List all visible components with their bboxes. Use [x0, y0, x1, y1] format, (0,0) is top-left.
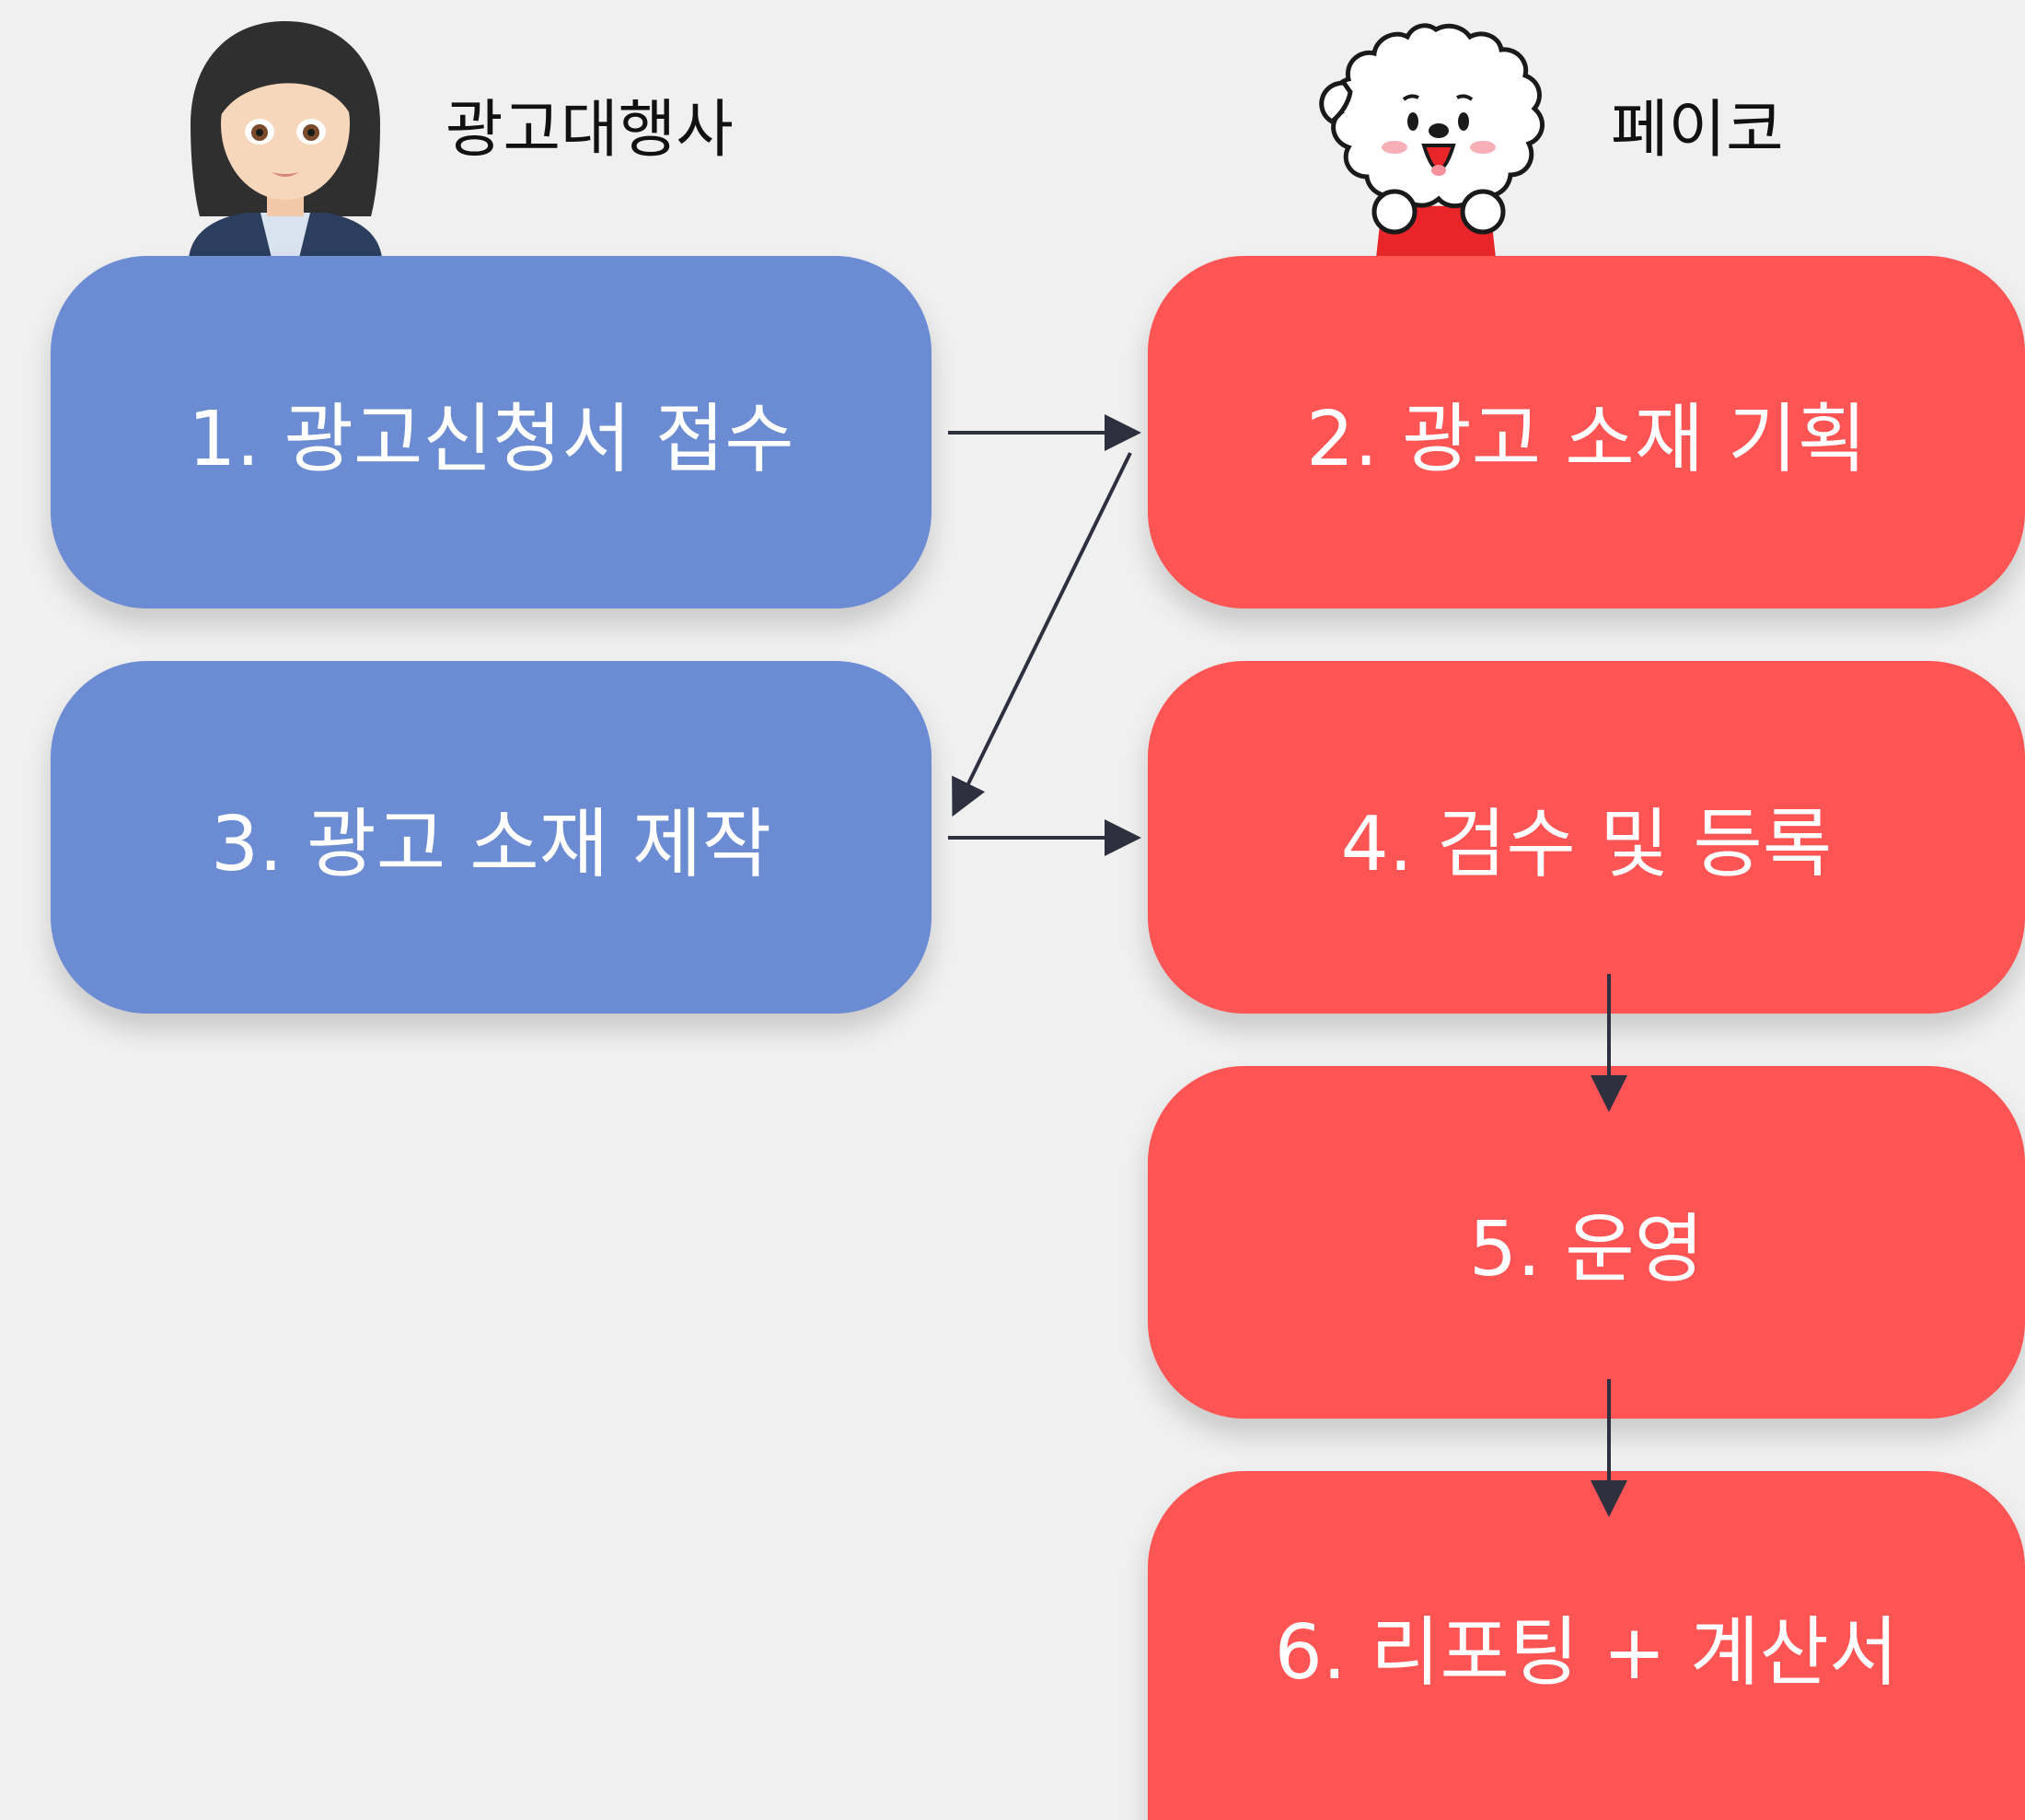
- step-2-box: 2. 광고 소재 기획: [1148, 256, 2025, 609]
- step-3-label: 3. 광고 소재 제작: [210, 801, 772, 888]
- step-5-label: 5. 운영: [1468, 1206, 1705, 1293]
- step-5-box: 5. 운영: [1148, 1066, 2025, 1419]
- step-1-box: 1. 광고신청서 접수: [51, 256, 932, 609]
- step-1-label: 1. 광고신청서 접수: [188, 396, 794, 483]
- step-2-label: 2. 광고 소재 기획: [1305, 396, 1868, 483]
- step-6-box: 6. 리포팅 + 계산서: [1148, 1471, 2025, 1820]
- step-3-box: 3. 광고 소재 제작: [51, 661, 932, 1014]
- step-4-label: 4. 검수 및 등록: [1340, 801, 1833, 888]
- step-4-box: 4. 검수 및 등록: [1148, 661, 2025, 1014]
- step-6-label: 6. 리포팅 + 계산서: [1274, 1609, 1899, 1697]
- agency-label: 광고대행사: [446, 94, 734, 167]
- white-puppy-mascot-icon: [1319, 23, 1545, 258]
- arrow-step-2-to-step-3: [952, 452, 1132, 817]
- payco-label: 페이코: [1611, 94, 1784, 167]
- woman-office-worker-icon: [189, 21, 382, 258]
